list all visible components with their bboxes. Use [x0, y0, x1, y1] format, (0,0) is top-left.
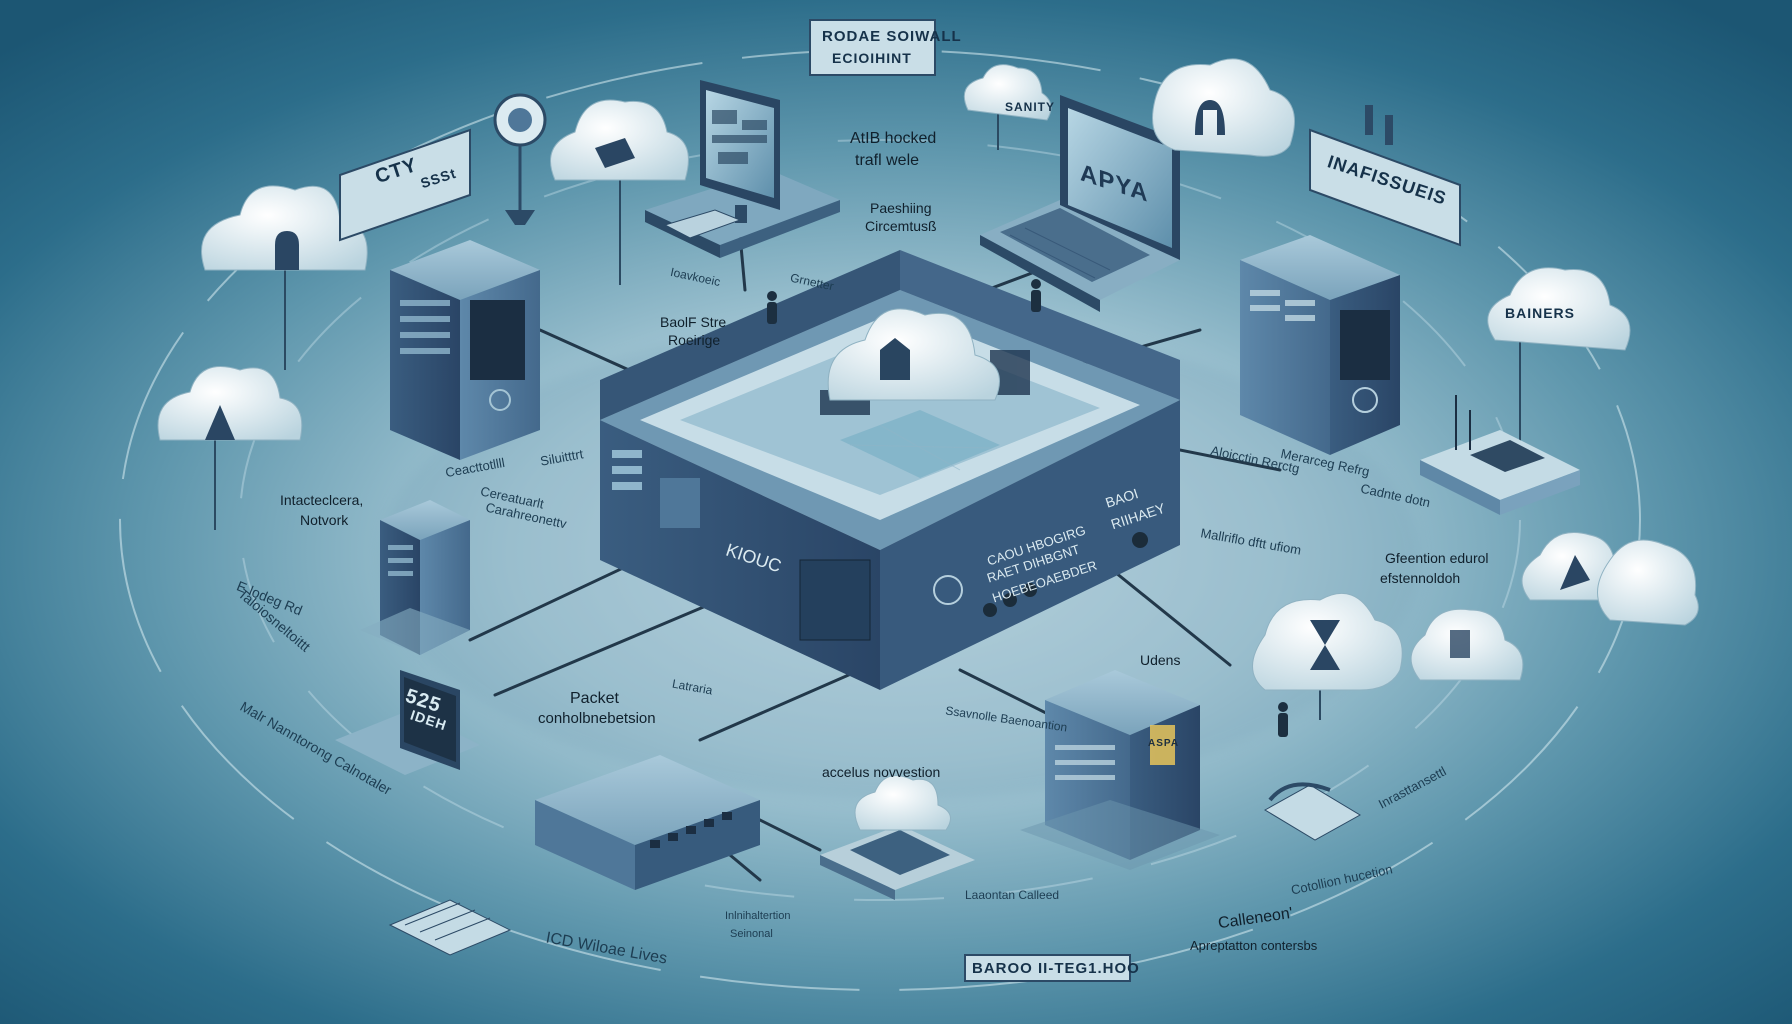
cloud-shield-icon: [963, 64, 1052, 121]
sign-plate-top: [809, 19, 936, 76]
cloud-lock-icon: [1152, 58, 1295, 157]
data-collect-label: Laaontan Calleed: [965, 888, 1060, 902]
interconnect-line1: Intacteclcera,: [280, 492, 364, 508]
cloud-shield-icon: [827, 308, 1000, 401]
packet-line1: Packet: [570, 690, 619, 707]
cloud-banners-label: BAINERS: [1505, 305, 1576, 321]
cloud-lock-icon: [1410, 608, 1524, 681]
network-switch-icon: [535, 755, 760, 890]
retention-line1: Gfeention edurol: [1385, 550, 1489, 566]
cloud-lock-icon: [550, 99, 689, 181]
cloud-sanity-label: SANITY: [1005, 100, 1056, 114]
server-rack-icon: [1020, 670, 1220, 870]
packet-line2: conholbnebetsion: [538, 710, 656, 727]
router-icon: [1420, 395, 1580, 515]
desktop-monitor-icon: [335, 670, 480, 775]
phishing-line1: Paeshiing: [870, 200, 932, 216]
interconnect-line2: Notvork: [300, 512, 349, 528]
backup-line2: Roeirige: [668, 332, 721, 348]
bottom-plate-label: BAROO II-TEG1.HOO: [972, 960, 1140, 977]
person-icon: [767, 279, 1041, 324]
top-sign-line1: RODAE SOIWALL: [822, 28, 962, 45]
bottom-label-1: Inlnihaltertion: [725, 910, 791, 922]
retention-line2: efstennoldoh: [1380, 570, 1461, 586]
cloud-lock-icon: [201, 185, 368, 271]
server-rack-icon: [1240, 235, 1400, 455]
udens-label: Udens: [1140, 652, 1181, 668]
blocked-traffic-line2: trafl wele: [855, 152, 920, 169]
top-sign-line2: ECIOIHINT: [832, 50, 912, 66]
person-icon: [1278, 702, 1288, 737]
laptop-icon: [980, 95, 1180, 312]
cloud-warning-icon: [1252, 592, 1403, 691]
backup-line1: BaolF Stre: [660, 314, 727, 330]
blocked-traffic-line1: AtIB hocked: [850, 130, 937, 147]
cloud-lock-icon: [1597, 539, 1699, 626]
sign-plate-left: [339, 128, 471, 242]
sign-plate-bottom: [964, 954, 1131, 982]
firewall-kiosk: [600, 250, 1180, 690]
bottom-label-2: Seinonal: [730, 928, 773, 940]
keyboard-icon: [388, 899, 512, 956]
server-rack-icon: [390, 240, 540, 460]
router-icon: [1264, 782, 1361, 841]
sign-plate-right: [1309, 105, 1461, 247]
server-panel-label: ASPA: [1148, 738, 1180, 749]
security-camera-icon: [493, 93, 547, 225]
cloud-warning-icon: [157, 366, 303, 441]
desktop-monitor-icon: [645, 80, 840, 258]
phishing-line2: Circemtusß: [865, 218, 937, 234]
server-rack-icon: [360, 500, 470, 655]
cloud-shield-icon: [1487, 267, 1631, 351]
adaptation-label: Apreptatton contersbs: [1190, 938, 1318, 953]
acces-convention-label: accelus novvestion: [822, 764, 941, 780]
laptop-icon: [820, 775, 975, 900]
